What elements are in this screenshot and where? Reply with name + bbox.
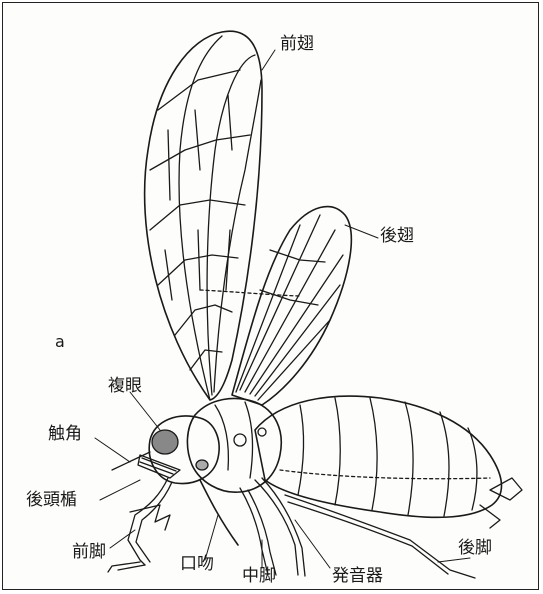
label-sound-organ: 発音器	[332, 568, 383, 585]
label-compound-eye: 複眼	[108, 378, 142, 395]
label-foreleg: 前脚	[72, 544, 106, 561]
midleg-shape	[240, 478, 305, 576]
label-midleg: 中脚	[242, 568, 276, 585]
head-shape	[138, 416, 219, 483]
label-postclypeus: 後頭楯	[26, 492, 77, 509]
label-hindwing: 後翅	[380, 228, 414, 245]
panel-letter: a	[55, 334, 65, 350]
foreleg-shape	[108, 478, 172, 572]
abdomen-shape	[255, 396, 522, 528]
label-antenna: 触角	[48, 426, 82, 443]
label-hindleg: 後脚	[458, 540, 492, 557]
hindwing-shape	[200, 207, 351, 405]
forewing-shape	[145, 31, 262, 400]
label-forewing: 前翅	[280, 36, 314, 53]
label-proboscis: 口吻	[180, 556, 214, 573]
